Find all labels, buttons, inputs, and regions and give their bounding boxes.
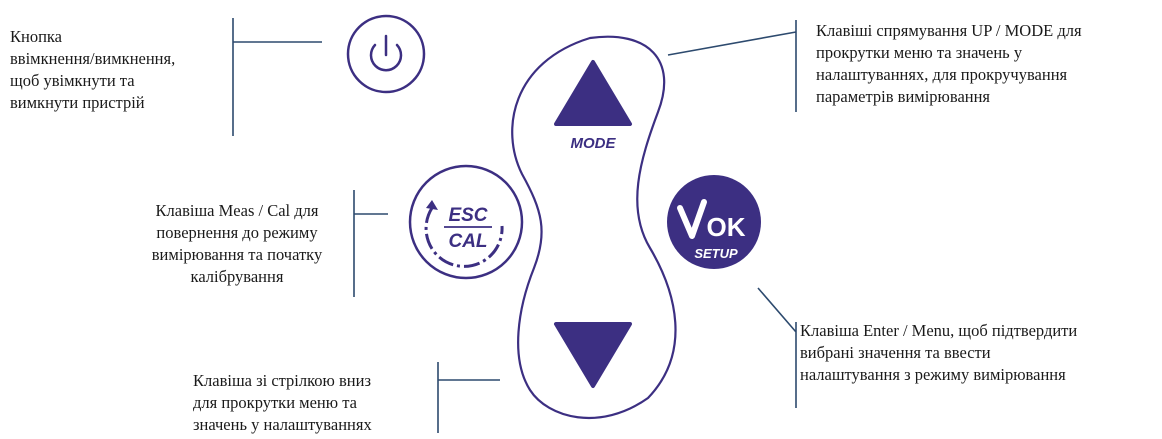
checkmark-icon <box>677 199 707 239</box>
mode-leader-line <box>667 20 797 112</box>
down-key-label: Клавіша зі стрілкою вниз для прокрутки м… <box>193 371 372 434</box>
down-key[interactable] <box>554 322 632 388</box>
ok-leader-line <box>757 287 797 408</box>
mode-up-keys-label: Клавіші спрямування UP / MODE для прокру… <box>816 21 1082 106</box>
power-leader-line <box>232 18 322 136</box>
up-arrow-icon <box>554 60 632 126</box>
power-icon <box>369 34 403 72</box>
esc-cal-key[interactable]: ESC CAL <box>408 164 524 280</box>
ok-setup-key-label: Клавіша Enter / Menu, щоб підтвердити ви… <box>800 321 1078 384</box>
ok-key-text: OK <box>707 212 746 242</box>
leader-lines <box>232 18 797 433</box>
down-arrow-icon <box>554 322 632 388</box>
up-mode-key[interactable]: MODE <box>554 60 632 152</box>
power-button[interactable] <box>346 14 426 94</box>
return-arrow-icon <box>424 207 504 268</box>
power-button-label: Кнопка ввімкнення/вимкнення, щоб увімкну… <box>10 27 176 112</box>
cal-key-text: CAL <box>448 231 487 252</box>
setup-key-text: SETUP <box>694 246 738 261</box>
esc-key-text: ESC <box>448 205 487 226</box>
mode-key-text: MODE <box>571 135 617 152</box>
ok-setup-key[interactable]: OK SETUP <box>667 175 761 269</box>
keypad-outline <box>511 35 677 419</box>
esc-cal-key-label: Клавіша Meas / Cal для повернення до реж… <box>151 201 323 286</box>
esc-leader-line <box>353 190 388 297</box>
down-leader-line <box>437 362 500 433</box>
